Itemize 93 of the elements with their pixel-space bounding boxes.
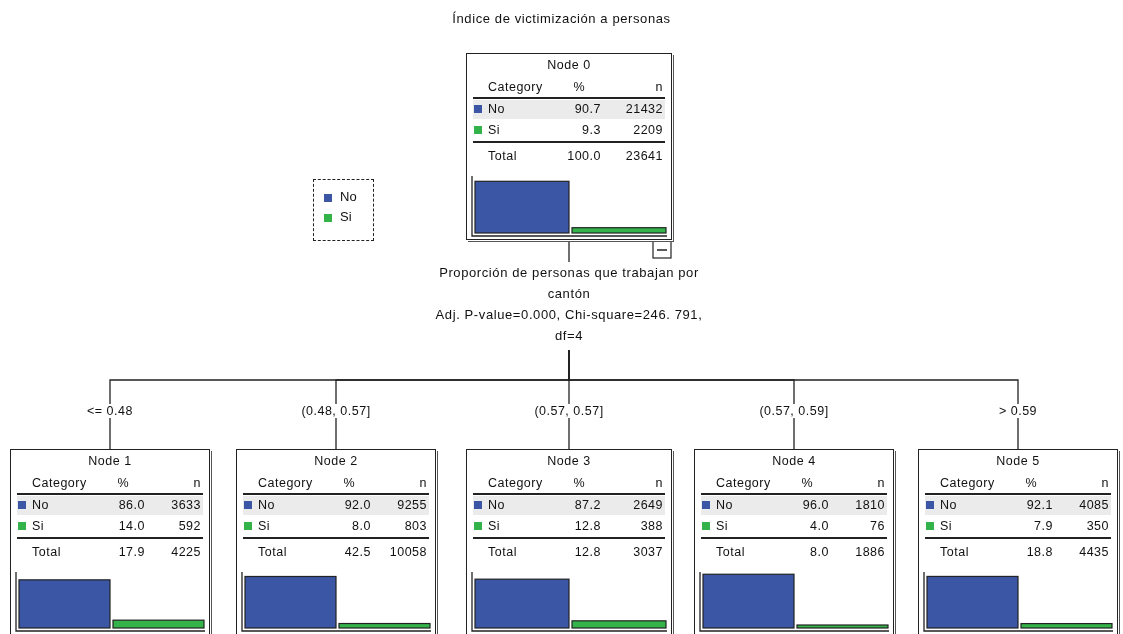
percent-value: 87.2 [574,497,601,513]
edge-label: (0.48, 0.57] [299,404,373,418]
count-value: 4225 [171,544,201,560]
percent-value: 42.5 [344,544,371,560]
node-title: Node 5 [996,453,1040,469]
count-value: 1810 [855,497,885,513]
category-label: Si [940,518,953,534]
count-value: 21432 [625,101,663,117]
edge-label: (0.57, 0.59] [757,404,831,418]
column-header: n [877,475,885,491]
connector-line [568,349,1019,450]
category-label: No [716,497,733,513]
count-value: 1886 [855,544,885,560]
column-header: % [117,475,129,491]
tree-node-card [694,449,894,634]
column-header: Category [258,475,313,491]
count-value: 350 [1086,518,1109,534]
column-header: % [573,475,585,491]
percent-value: 90.7 [574,101,601,117]
column-header: n [655,79,663,95]
total-label: Total [32,544,61,560]
percent-value: 100.0 [567,148,601,164]
column-header: Category [488,475,543,491]
column-header: n [193,475,201,491]
tree-node-card [918,449,1118,634]
total-label: Total [488,148,517,164]
category-label: No [488,101,505,117]
percent-value: 9.3 [582,122,601,138]
count-value: 2649 [633,497,663,513]
edge-label: <= 0.48 [85,404,135,418]
column-header: % [1025,475,1037,491]
total-label: Total [940,544,969,560]
connector-line [568,239,570,263]
percent-value: 4.0 [810,518,829,534]
tree-node-card [10,449,210,634]
node-title: Node 4 [772,453,816,469]
edge-label: (0.57, 0.57] [532,404,606,418]
legend-label: Si [340,209,352,224]
node-title: Node 0 [547,57,591,73]
column-header: Category [716,475,771,491]
count-value: 10058 [389,544,427,560]
tree-node-card [236,449,436,634]
tree-node-card [466,53,672,240]
category-label: Si [488,518,501,534]
category-label: Si [488,122,501,138]
count-value: 3633 [171,497,201,513]
percent-value: 12.8 [574,518,601,534]
percent-value: 8.0 [352,518,371,534]
count-value: 76 [870,518,885,534]
category-label: Si [258,518,271,534]
percent-value: 86.0 [118,497,145,513]
percent-value: 96.0 [802,497,829,513]
category-label: Si [32,518,45,534]
count-value: 23641 [625,148,663,164]
count-value: 388 [640,518,663,534]
column-header: % [801,475,813,491]
percent-value: 17.9 [118,544,145,560]
total-label: Total [716,544,745,560]
total-label: Total [488,544,517,560]
count-value: 4085 [1079,497,1109,513]
percent-value: 92.0 [344,497,371,513]
percent-value: 14.0 [118,518,145,534]
column-header: n [1101,475,1109,491]
column-header: % [573,79,585,95]
percent-value: 8.0 [810,544,829,560]
category-label: No [32,497,49,513]
category-label: No [258,497,275,513]
tree-node-card [466,449,672,634]
count-value: 4435 [1079,544,1109,560]
legend-label: No [340,189,357,204]
column-header: n [419,475,427,491]
percent-value: 92.1 [1026,497,1053,513]
diagram-title: Índice de victimización a personas [451,11,672,26]
column-header: % [343,475,355,491]
percent-value: 7.9 [1034,518,1053,534]
node-title: Node 1 [88,453,132,469]
column-header: Category [488,79,543,95]
category-label: Si [716,518,729,534]
column-header: n [655,475,663,491]
column-header: Category [940,475,995,491]
percent-value: 12.8 [574,544,601,560]
category-label: No [940,497,957,513]
count-value: 592 [178,518,201,534]
node-title: Node 2 [314,453,358,469]
node-title: Node 3 [547,453,591,469]
count-value: 2209 [633,122,663,138]
count-value: 9255 [397,497,427,513]
count-value: 803 [404,518,427,534]
column-header: Category [32,475,87,491]
count-value: 3037 [633,544,663,560]
percent-value: 18.8 [1026,544,1053,560]
category-label: No [488,497,505,513]
total-label: Total [258,544,287,560]
